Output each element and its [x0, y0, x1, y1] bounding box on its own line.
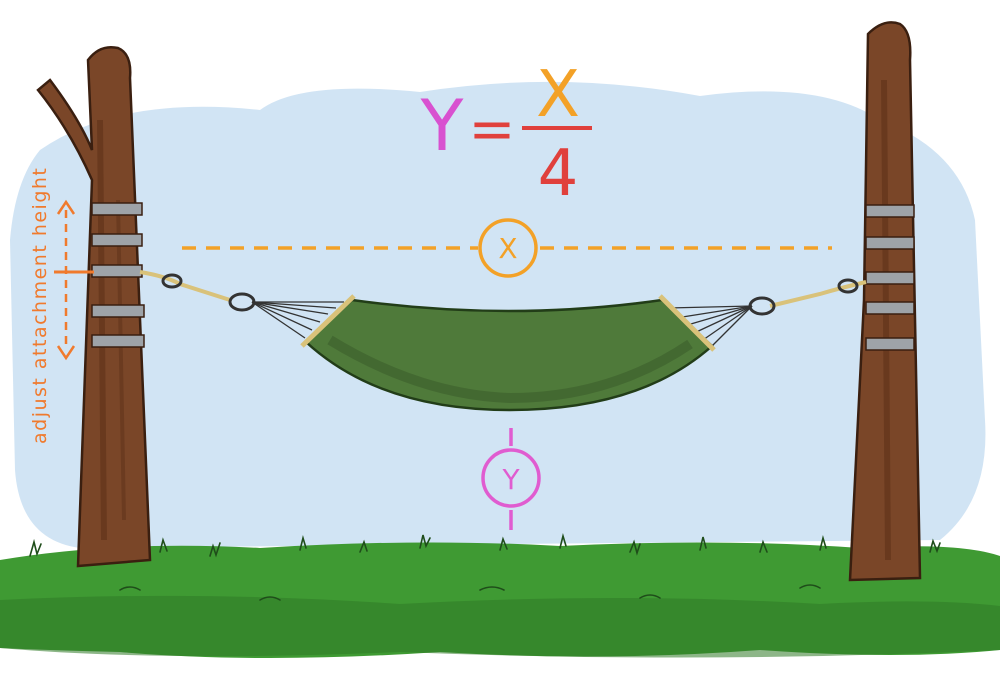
x-marker-circle: [478, 218, 538, 278]
y-marker-circle: [481, 448, 541, 508]
formula: Y = X 4: [420, 58, 592, 211]
y-sag-indicator: Y: [481, 428, 541, 530]
attachment-height-label: adjust attachment height: [29, 167, 51, 444]
x-marker-label: X: [498, 232, 517, 265]
tree-strap: [865, 204, 915, 351]
left-tree: [36, 46, 152, 568]
formula-denominator: 4: [538, 137, 579, 211]
grass-shading: [0, 595, 1000, 658]
formula-equals: =: [469, 97, 516, 162]
right-tree: [848, 21, 922, 582]
left-suspension: [139, 270, 344, 339]
attachment-height-indicator: adjust attachment height: [29, 167, 94, 444]
x-distance-indicator: X: [182, 218, 832, 278]
right-suspension: [667, 278, 867, 351]
spreader-bar-left: [300, 294, 356, 348]
arrow-up-icon: [56, 199, 76, 215]
spreader-bar-right: [658, 294, 716, 352]
formula-numerator: X: [536, 58, 580, 132]
formula-y: Y: [420, 85, 464, 167]
carabiner-icon: [837, 278, 859, 294]
arrow-down-icon: [56, 345, 76, 361]
grass-blades: [29, 532, 941, 601]
carabiner-icon: [161, 273, 183, 289]
y-marker-label: Y: [501, 463, 520, 496]
hammock-icon: [300, 294, 716, 412]
tree-strap: [91, 202, 145, 348]
